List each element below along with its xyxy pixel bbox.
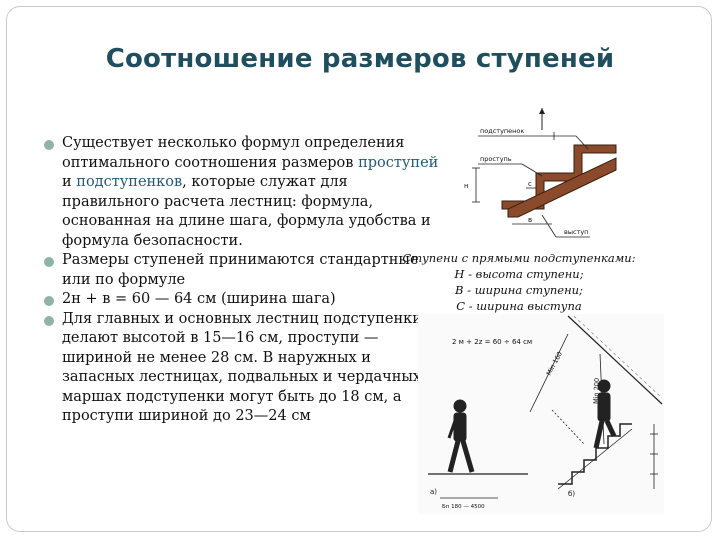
caption-line-2: Н - высота ступени; [454, 267, 584, 281]
bullet-item-norms: Для главных и основных лестниц подступен… [44, 310, 444, 427]
footer-dim: Бп 180 — 4500 [442, 504, 485, 510]
dim-min-200: Min 200 [592, 378, 601, 404]
bullet-text-end: , которые служат для правильного расчета… [62, 174, 431, 249]
dim-c-label: с [528, 180, 532, 188]
link-treads[interactable]: проступей [358, 154, 439, 171]
formula-label: 2 м + 2z = 60 ÷ 64 см [452, 338, 532, 346]
label-b: б) [568, 490, 575, 498]
person-walking-icon [447, 399, 475, 473]
stair-section-diagram: подступенок проступь выступ н с в [464, 108, 617, 238]
bullet-text-and: и [62, 174, 77, 190]
caption-line-4: С - ширина выступа [456, 299, 582, 313]
slide-title: Соотношение размеров ступеней [105, 44, 615, 74]
stair-fill [501, 144, 617, 210]
dim-b-label: в [528, 216, 532, 224]
label-a: а) [430, 488, 437, 496]
link-risers[interactable]: подступенков [76, 174, 183, 190]
person-on-stairs-icon [593, 379, 617, 449]
bullet-list: Существует несколько формул определения … [44, 134, 444, 427]
bullet-item-sizes: Размеры ступеней принимаются стандартные… [44, 251, 444, 290]
caption-line-3: В - ширина ступени; [455, 283, 583, 297]
dim-h-label: н [464, 182, 469, 190]
bullet-item-formulas: Существует несколько формул определения … [44, 134, 444, 251]
label-tread: проступь [480, 155, 512, 163]
label-riser: подступенок [480, 127, 524, 135]
bullet-item-formula: 2н + в = 60 — 64 см (ширина шага) [44, 290, 444, 310]
caption-line-1: Ступени с прямыми подступенками: [402, 251, 636, 265]
bullet-text-start: Существует несколько формул определения … [62, 135, 405, 171]
diagram-caption: Ступени с прямыми подступенками: Н - выс… [384, 250, 654, 314]
label-nosing: выступ [564, 228, 588, 236]
headroom-diagram: 2 м + 2z = 60 ÷ 64 см Min 160 Min 200 а)… [418, 314, 664, 514]
